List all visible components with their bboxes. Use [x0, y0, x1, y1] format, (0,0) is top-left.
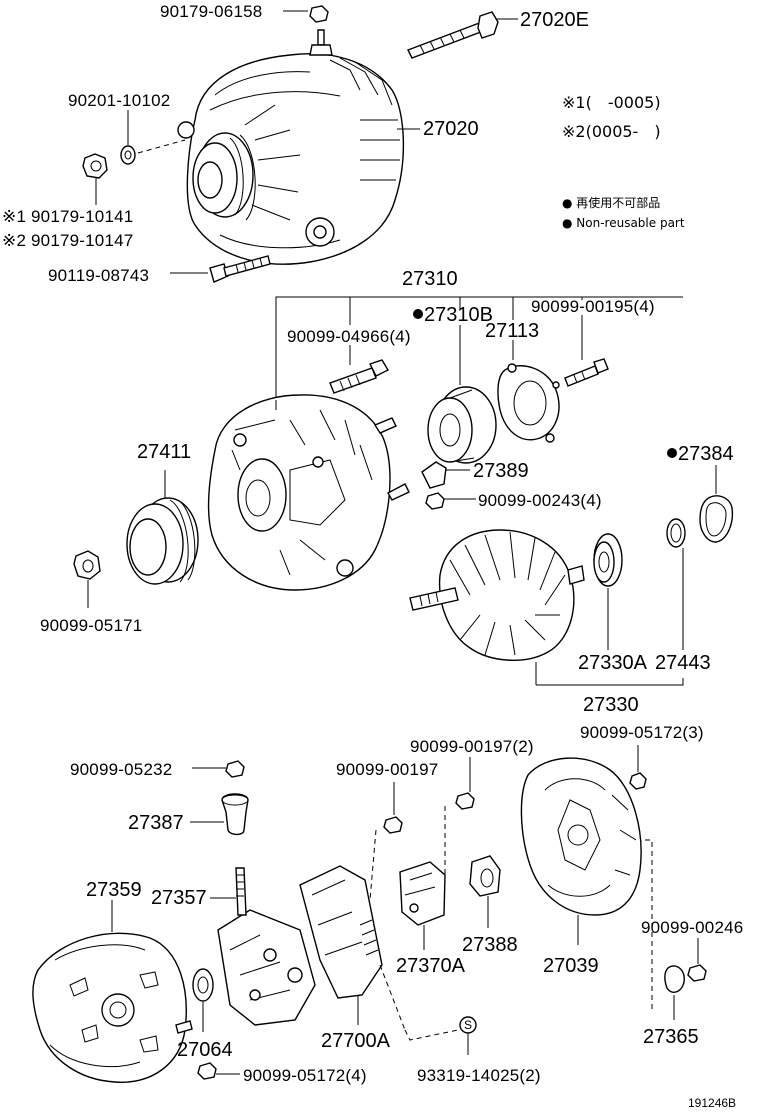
- label-27384: 27384: [678, 443, 734, 465]
- terminal-insulator-27365: [645, 839, 685, 1020]
- bolt-90099-04966: [329, 359, 389, 394]
- retainer-27389: [421, 461, 470, 489]
- screw-90099-05232: [192, 760, 245, 778]
- drawing-code: 191246B: [688, 1096, 736, 1110]
- label-27039: 27039: [543, 955, 599, 977]
- non-reusable-dot-27384: [667, 448, 677, 458]
- screw-90099-00243: [425, 492, 476, 510]
- label-90201-10102: 90201-10102: [68, 91, 170, 110]
- label-27330A: 27330A: [578, 652, 648, 674]
- rear-cover-27359: [32, 900, 193, 1083]
- label-90099-00197: 90099-00197: [336, 760, 438, 779]
- group-bracket-27330: [536, 678, 684, 686]
- rear-end-frame-27039: [520, 757, 642, 945]
- note-2: ※2(0005- ): [562, 122, 661, 141]
- insulator-27064: [192, 968, 214, 1032]
- bolt-27020E: [407, 11, 518, 59]
- screw-90099-00197-pair: [444, 757, 475, 880]
- label-27310B: 27310B: [424, 304, 493, 326]
- label-90119-08743: 90119-08743: [48, 266, 149, 285]
- label-90099-05172-set4: 90099-05172(4): [243, 1066, 367, 1085]
- nut-90179-10141: [82, 153, 108, 205]
- retainer-27443: [666, 518, 686, 650]
- bearing-27330A: [593, 533, 623, 650]
- label-27370A: 27370A: [396, 955, 466, 977]
- screw-90099-00197: [369, 782, 403, 901]
- label-90099-04966: 90099-04966(4): [287, 327, 411, 346]
- label-90099-05232: 90099-05232: [70, 760, 172, 779]
- label-90179-10141: ※1 90179-10141: [2, 207, 133, 226]
- label-27359: 27359: [86, 879, 142, 901]
- retainer-plate-27113: [497, 363, 560, 443]
- nut-90099-05172-set3: [629, 745, 647, 790]
- bearing-27310B: [427, 386, 497, 464]
- bolt-90119-08743: [170, 255, 271, 283]
- label-90179-10147: ※2 90179-10147: [2, 231, 133, 250]
- label-93319-14025: 93319-14025(2): [417, 1066, 541, 1085]
- legend-english: ● Non-reusable part: [562, 216, 685, 230]
- label-27411: 27411: [137, 441, 191, 463]
- label-27064: 27064: [177, 1039, 233, 1061]
- s-mark-text: S: [464, 1018, 472, 1032]
- legend-japanese: ● 再使用不可部品: [562, 195, 660, 210]
- label-27387: 27387: [128, 812, 184, 834]
- brush-holder-27370A: [399, 861, 446, 950]
- cover-27388: [469, 855, 501, 928]
- nut-90099-05171: [73, 550, 101, 608]
- label-27388: 27388: [462, 934, 518, 956]
- cover-27384: [699, 465, 734, 543]
- insulator-27387: [190, 793, 249, 836]
- alternator-assembly-27020: [177, 29, 420, 265]
- label-27020: 27020: [423, 118, 479, 140]
- non-reusable-dot-27310B: [413, 309, 423, 319]
- label-90179-06158: 90179-06158: [160, 2, 262, 21]
- drive-end-frame-27310: [207, 394, 410, 591]
- label-27113: 27113: [485, 320, 539, 342]
- washer-90201-10102: [120, 110, 186, 165]
- group-bracket-27310: [275, 296, 683, 400]
- label-90099-05171: 90099-05171: [40, 616, 142, 635]
- label-90099-00246: 90099-00246: [641, 918, 743, 937]
- regulator-27700A: [299, 865, 459, 1041]
- label-27700A: 27700A: [321, 1030, 391, 1052]
- note-1: ※1( -0005): [562, 93, 661, 112]
- nut-90099-05172-set4: [197, 1062, 240, 1080]
- rotor-27330: [409, 529, 585, 685]
- pulley-27411: [126, 470, 199, 585]
- nut-90179-06158: [283, 5, 329, 23]
- screw-93319-14025: S: [459, 1016, 477, 1055]
- label-90099-00243: 90099-00243(4): [478, 491, 602, 510]
- label-27330: 27330: [583, 694, 639, 716]
- rectifier-27357: [210, 867, 316, 1026]
- screw-90099-00195: [564, 358, 609, 387]
- label-27310: 27310: [402, 268, 458, 290]
- label-90099-00195: 90099-00195(4): [531, 297, 655, 316]
- screw-90099-00246: [687, 938, 707, 982]
- label-27020E: 27020E: [520, 9, 589, 31]
- label-27443: 27443: [655, 652, 711, 674]
- label-90099-00197-pair: 90099-00197(2): [410, 737, 534, 756]
- label-27389: 27389: [473, 460, 529, 482]
- label-90099-05172-set3: 90099-05172(3): [580, 723, 704, 742]
- label-27365: 27365: [643, 1026, 699, 1048]
- label-27357: 27357: [151, 887, 207, 909]
